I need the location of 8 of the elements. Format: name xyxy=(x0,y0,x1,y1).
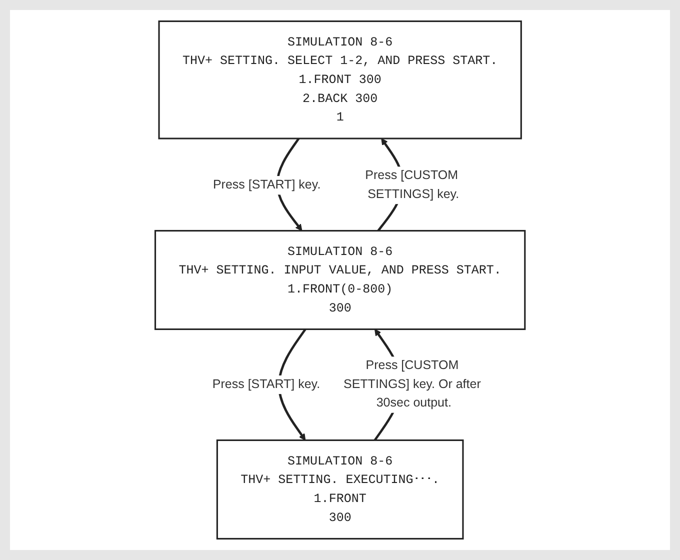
node-box xyxy=(154,230,526,330)
edge-label: Press [CUSTOM SETTINGS] key. xyxy=(365,168,460,202)
edge-label: Press [START] key. xyxy=(212,378,320,391)
node-box xyxy=(216,439,464,540)
edge-label: Press [START] key. xyxy=(212,178,321,192)
node-box xyxy=(158,20,522,140)
edge-label: Press [CUSTOM SETTINGS] key. Or after 30sec output. xyxy=(343,358,481,410)
flow-diagram: SIMULATION 8-6 THV+ SETTING. SELECT 1-2, AND PRESS START. 1.FRONT 300 2.BACK 300 1 Press [CUSTOM SETTINGS] key. Press [START] key. SIMULATION 8-6 THV+ SETTING. INPUT VALUE, AND PRESS START. 1.FRONT(0-800) 300 Press [CUSTOM SETTINGS] key. Or after 30sec output. Press [START] key. SIMULATION 8-6 THV+ SETTING. EXECUTING･･･. 1.FRONT 300 xyxy=(148,15,532,545)
